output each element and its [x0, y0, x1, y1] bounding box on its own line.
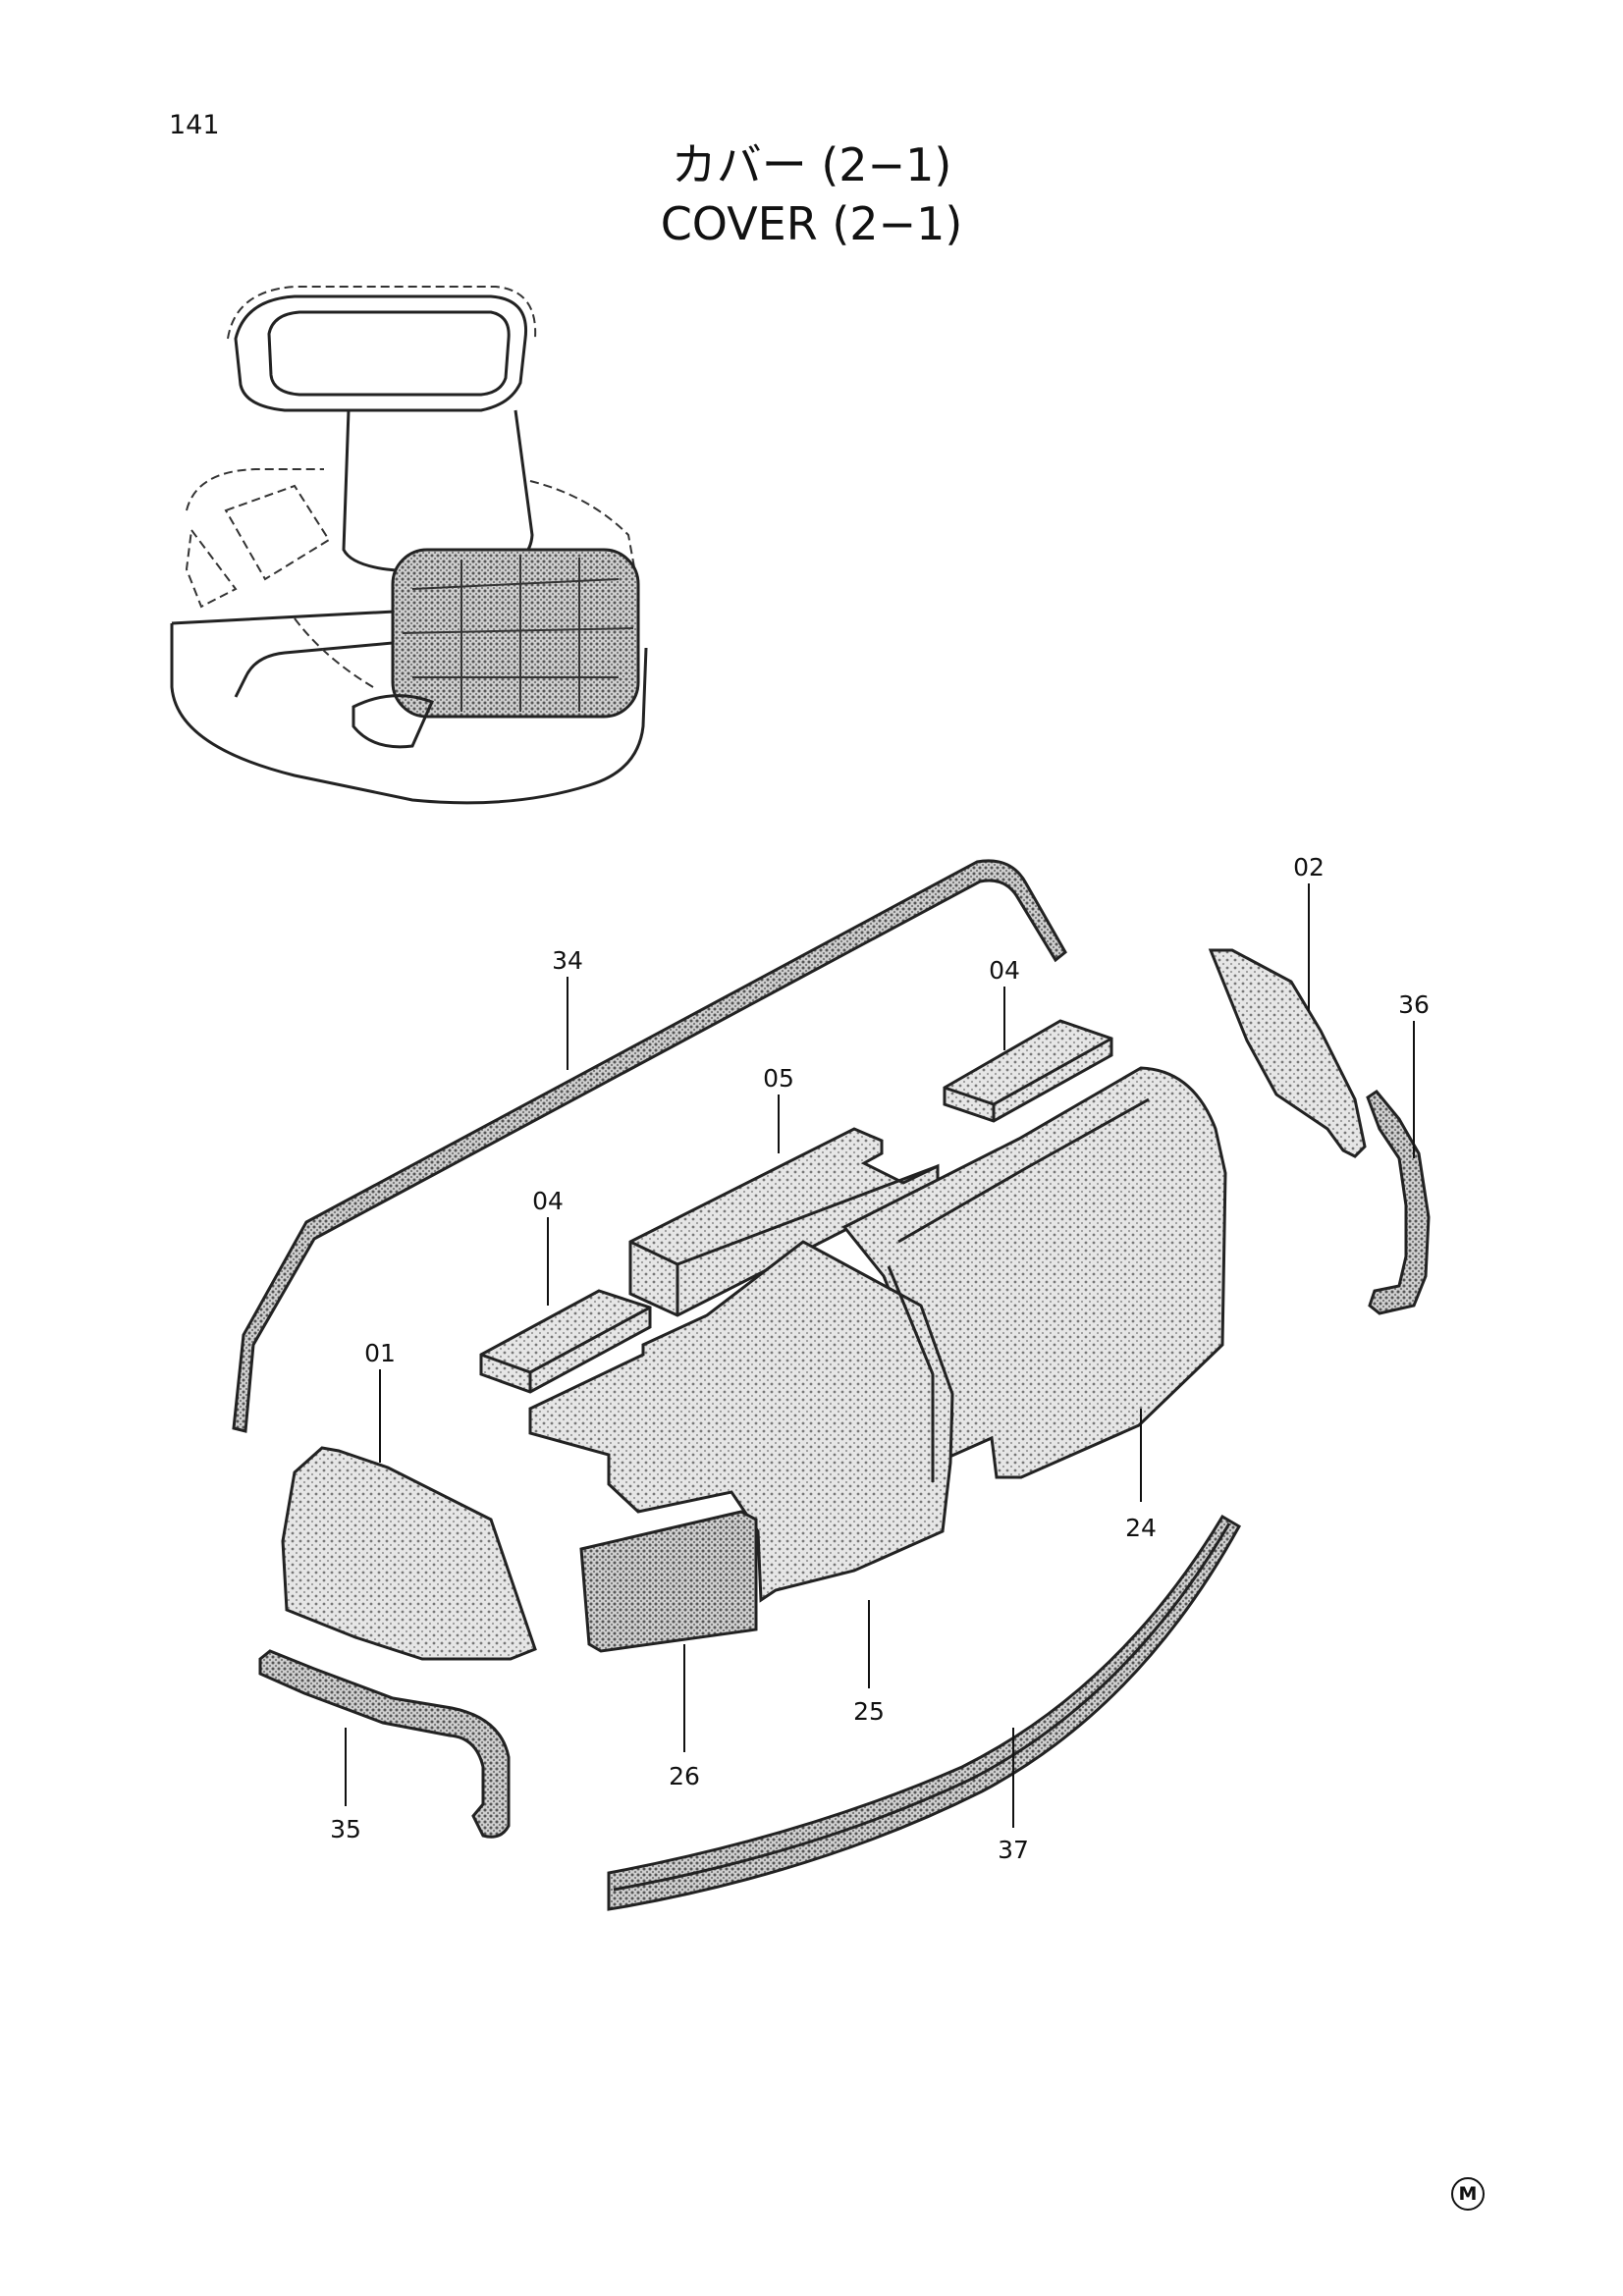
part-label-04-lower: 04: [532, 1187, 564, 1215]
part-label-24: 24: [1125, 1514, 1157, 1542]
machine-overview-illustration: [170, 286, 648, 805]
part-label-02: 02: [1293, 853, 1325, 881]
part-label-04-upper: 04: [989, 956, 1020, 985]
part-04-block-lower: [479, 1289, 652, 1394]
part-label-35: 35: [330, 1815, 361, 1843]
part-label-37: 37: [998, 1836, 1029, 1864]
part-25-cover-center: [528, 1240, 954, 1603]
part-36-seal-right: [1366, 1089, 1431, 1315]
page-number: 141: [169, 110, 220, 140]
part-label-05: 05: [763, 1064, 794, 1093]
part-04-block-upper: [943, 1019, 1113, 1123]
part-02-cover-right: [1208, 948, 1367, 1158]
part-34-seal-strip: [232, 859, 1067, 1433]
title-english: COVER (2−1): [660, 197, 963, 250]
part-01-cover-left: [281, 1446, 537, 1661]
footer-m-mark: M: [1451, 2177, 1485, 2211]
part-label-34: 34: [552, 946, 583, 975]
part-05-block-center: [628, 1127, 940, 1317]
part-26-panel-front: [579, 1510, 758, 1653]
part-label-01: 01: [364, 1339, 396, 1367]
part-37-seal-front: [607, 1514, 1242, 1911]
title-japanese: カバー (2−1): [671, 138, 952, 191]
part-35-seal-left: [258, 1649, 511, 1839]
part-label-25: 25: [853, 1697, 885, 1726]
part-label-36: 36: [1398, 990, 1430, 1019]
part-label-26: 26: [669, 1762, 700, 1790]
